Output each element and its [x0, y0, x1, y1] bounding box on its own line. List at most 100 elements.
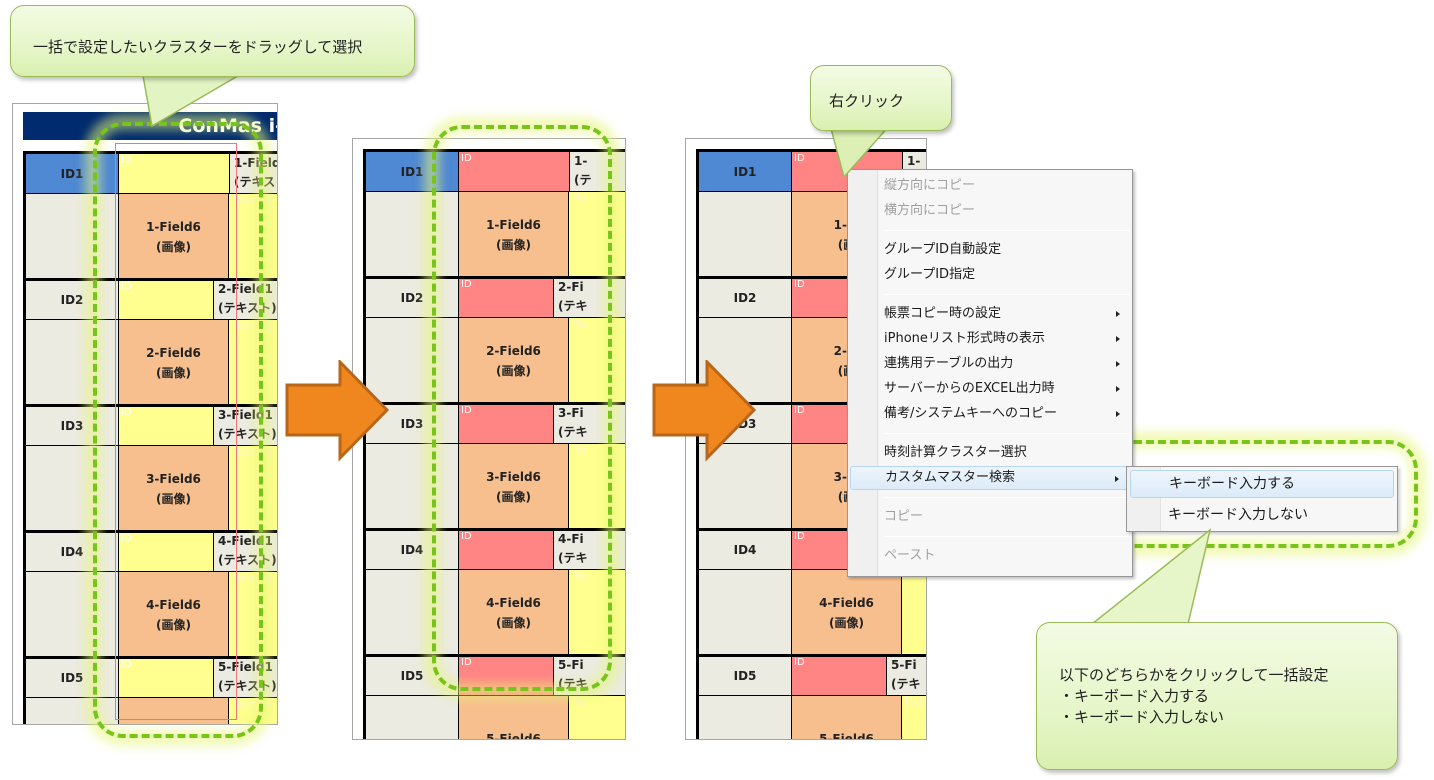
text-field-name: 4-Fi [558, 532, 584, 546]
image-field-cell[interactable]: 4-Field6(画像) [792, 570, 902, 656]
row-id-cell[interactable]: ID4 [366, 530, 459, 570]
id-cluster-cell[interactable]: ID [459, 530, 554, 570]
arrow-shape-1 [285, 360, 390, 462]
field-cluster-cell[interactable]: Fiel [569, 696, 625, 739]
submenu-item[interactable]: キーボード入力しない [1130, 501, 1394, 529]
field-cluster-cell[interactable]: Fiel [902, 696, 926, 739]
row-id-cell[interactable]: ID2 [366, 278, 459, 318]
image-field-type: (画像) [156, 239, 191, 254]
id-cluster-cell[interactable]: ID [459, 152, 570, 192]
cluster-type-label: ID [461, 405, 472, 416]
id-cluster-cell[interactable]: ID [119, 532, 214, 572]
cluster-type-label: ID [121, 407, 132, 418]
row-id-label: ID3 [60, 418, 84, 433]
image-field-name: 2-Field6 [146, 345, 201, 360]
text-field-cell[interactable]: 4-Fi(テキ [554, 530, 625, 570]
callout-2-tail [829, 122, 892, 179]
context-menu-item[interactable]: 連携用テーブルの出力 [850, 352, 1130, 376]
image-field-cell[interactable]: 2-Field6(画像) [459, 318, 569, 404]
text-field-cell[interactable]: 5-Fi(テキ [554, 656, 625, 696]
id-cluster-cell[interactable]: ID [459, 656, 554, 696]
image-field-cell[interactable]: 4-Field6(画像) [119, 572, 229, 658]
text-field-cell[interactable]: 3-Field1(テキスト) [214, 406, 277, 446]
context-menu-item[interactable]: 備考/システムキーへのコピー [850, 402, 1130, 426]
context-menu-item[interactable]: 帳票コピー時の設定 [850, 302, 1130, 326]
image-field-cell[interactable]: 2-Field6(画像) [119, 320, 229, 406]
image-field-cell[interactable]: 5-Field6 [792, 696, 902, 740]
row-id-cell[interactable]: ID4 [699, 530, 792, 570]
row-id-cell[interactable]: ID5 [699, 656, 792, 696]
callout-step2: 右クリック [810, 65, 952, 131]
image-field-name: 4-Field6 [819, 595, 874, 610]
context-menu-item-label: 連携用テーブルの出力 [884, 356, 1014, 371]
callout-step3-line-1: 以下のどちらかをクリックして一括設定 [1059, 666, 1329, 684]
text-field-cell[interactable]: 4-Field1(テキスト) [214, 532, 277, 572]
row-id-label: ID1 [400, 164, 424, 179]
context-menu-item[interactable]: カスタムマスター検索 [850, 466, 1130, 490]
step-arrow-1-icon [285, 360, 390, 462]
id-cluster-cell[interactable]: ID [119, 154, 230, 194]
row-id-cell[interactable]: ID5 [26, 658, 119, 698]
image-field-cell[interactable]: 3-Field6(画像) [119, 446, 229, 532]
field-cluster-cell[interactable]: Field (画 [229, 572, 277, 658]
image-field-cell[interactable]: 5-Field6 [119, 698, 229, 724]
field-cluster-cell[interactable]: Field (画 [229, 446, 277, 532]
row-id-cell[interactable]: ID1 [26, 154, 119, 194]
row-id-cell[interactable]: ID4 [26, 532, 119, 572]
row-id-cell[interactable]: ID2 [26, 280, 119, 320]
callout-step1-text: 一括で設定したいクラスターをドラッグして選択 [33, 38, 363, 56]
row-separator [23, 404, 277, 407]
cluster-type-label: ID [794, 531, 805, 542]
text-field-cell[interactable]: 2-Fi(テキ [554, 278, 625, 318]
text-field-cell[interactable]: 1-(テ [570, 152, 625, 192]
id-cluster-cell[interactable]: ID [792, 656, 887, 696]
submenu-item[interactable]: キーボード入力する [1130, 470, 1394, 498]
row-id-cell[interactable]: ID3 [26, 406, 119, 446]
field-cluster-cell[interactable]: Fiel [569, 192, 625, 278]
row-id-label: ID5 [733, 668, 757, 683]
id-cluster-cell[interactable]: ID [119, 658, 214, 698]
context-menu-item[interactable]: サーバーからのEXCEL出力時 [850, 377, 1130, 401]
field-cluster-cell[interactable]: Fiel [902, 570, 926, 656]
context-menu-item[interactable]: 時刻計算クラスター選択 [850, 441, 1130, 465]
field-cluster-cell[interactable]: Fiel [569, 444, 625, 530]
image-field-cell[interactable]: 5-Field6 [459, 696, 569, 739]
row-id-cell[interactable]: ID1 [699, 152, 792, 192]
text-field-cell[interactable]: 2-Field1(テキスト) [214, 280, 277, 320]
field-cluster-cell[interactable]: Field (画 [229, 698, 277, 724]
text-field-cell[interactable]: 3-Fi(テキ [554, 404, 625, 444]
step-arrow-2-icon [652, 360, 757, 462]
cluster-type-label: ID [461, 153, 472, 164]
field-cluster-cell[interactable]: Fiel [569, 570, 625, 656]
text-field-name: 5-Field1 [218, 660, 273, 674]
image-field-cell[interactable]: 1-Field6(画像) [459, 192, 569, 278]
row-id-cell[interactable]: ID5 [366, 656, 459, 696]
context-menu-item[interactable]: iPhoneリスト形式時の表示 [850, 327, 1130, 351]
text-field-cell[interactable]: 5-Fi(テキ [887, 656, 926, 696]
submenu-arrow-icon [1116, 311, 1120, 317]
id-cluster-cell[interactable]: ID [459, 278, 554, 318]
image-field-cell[interactable]: 3-Field6(画像) [459, 444, 569, 530]
image-field-cell[interactable]: 1-Field6(画像) [119, 194, 229, 280]
id-cluster-cell[interactable]: ID [119, 406, 214, 446]
id-cluster-cell[interactable]: ID [119, 280, 214, 320]
row-id-label: ID5 [400, 668, 424, 683]
text-field-type: (テキスト) [218, 427, 277, 441]
context-menu-item[interactable]: グループID指定 [850, 263, 1130, 287]
field-cluster-cell[interactable]: Field (画 [229, 320, 277, 406]
field-cluster-cell[interactable]: Field (画 [229, 194, 277, 280]
row-id-cell[interactable]: ID1 [366, 152, 459, 192]
context-menu-item[interactable]: グループID自動設定 [850, 238, 1130, 262]
text-field-cell[interactable]: 1-Field(テキス [230, 154, 277, 194]
id-cluster-cell[interactable]: ID [459, 404, 554, 444]
submenu-item-label: キーボード入力しない [1168, 507, 1308, 523]
image-field-cell[interactable]: 4-Field6(画像) [459, 570, 569, 656]
field-cluster-cell[interactable]: Fiel [569, 318, 625, 404]
text-field-cell[interactable]: 5-Field1(テキスト) [214, 658, 277, 698]
image-field-name: 1-Field6 [486, 217, 541, 232]
image-field-name: 5-Field6 [819, 731, 874, 740]
row-id-cell[interactable]: ID2 [699, 278, 792, 318]
